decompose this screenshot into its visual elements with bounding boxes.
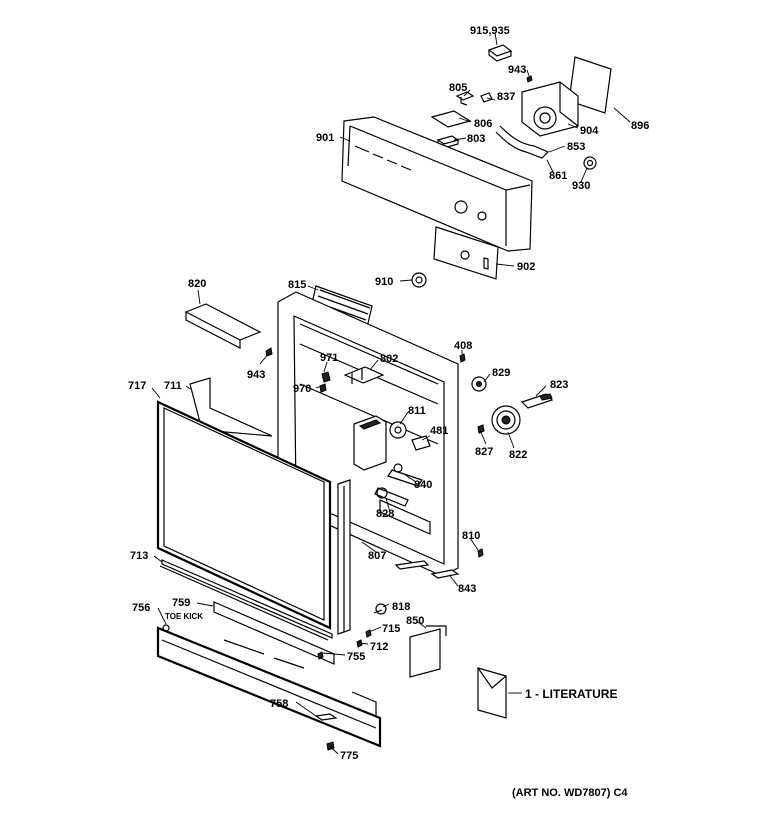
label-915-935: 915,935 <box>470 25 510 37</box>
part-829-cap <box>471 376 487 392</box>
part-840-lever <box>387 463 423 487</box>
part-807-channel <box>337 479 351 635</box>
part-756-toe-kick-panel <box>156 624 382 748</box>
label-805: 805 <box>449 82 467 94</box>
part-759-toe-kick-bracket <box>213 601 335 669</box>
part-904-timer <box>521 81 579 137</box>
part-755-screw <box>317 651 324 660</box>
label-759: 759 <box>172 597 190 609</box>
part-717-door-panel <box>156 400 332 630</box>
label-802: 802 <box>380 353 398 365</box>
label-755: 755 <box>347 651 365 663</box>
label-803: 803 <box>467 133 485 145</box>
part-837-clip <box>480 92 493 103</box>
part-930-knob <box>583 156 597 170</box>
part-843-hinge-bar <box>394 560 460 579</box>
part-713-trim-strip <box>159 559 333 641</box>
label-930: 930 <box>572 180 590 192</box>
part-dispenser-body <box>353 415 387 471</box>
part-811-spring <box>389 421 407 439</box>
label-408: 408 <box>454 340 472 352</box>
label-943-left: 943 <box>247 369 265 381</box>
label-715: 715 <box>382 623 400 635</box>
label-827: 827 <box>475 446 493 458</box>
part-818-clip <box>373 603 387 615</box>
label-711: 711 <box>164 380 182 392</box>
label-823: 823 <box>550 379 568 391</box>
part-758-foot <box>314 713 338 721</box>
label-971: 971 <box>320 352 338 364</box>
label-818: 818 <box>392 601 410 613</box>
label-713: 713 <box>130 550 148 562</box>
part-970-pin <box>319 383 327 393</box>
part-820-trim <box>184 303 262 349</box>
label-712: 712 <box>370 641 388 653</box>
label-481: 481 <box>430 425 448 437</box>
label-843: 843 <box>458 583 476 595</box>
part-810-screw <box>477 548 484 558</box>
part-971-clip <box>321 371 331 383</box>
label-840: 840 <box>414 479 432 491</box>
leader-lines <box>151 32 631 755</box>
label-970: 970 <box>293 383 311 395</box>
part-943-screw-top <box>526 75 533 83</box>
label-904: 904 <box>580 125 599 137</box>
part-902-panel-cover <box>433 226 499 280</box>
part-712-screw <box>356 639 363 648</box>
part-827-screw <box>477 424 485 434</box>
label-toe-kick: TOE KICK <box>165 612 203 621</box>
label-717: 717 <box>128 380 146 392</box>
part-822-wheel <box>491 405 521 435</box>
part-408-screw <box>459 353 466 363</box>
label-943-top: 943 <box>508 64 526 76</box>
label-807: 807 <box>368 550 386 562</box>
part-828-linkage <box>374 487 409 507</box>
part-806-plate <box>430 110 472 128</box>
label-822: 822 <box>509 449 527 461</box>
label-828: 828 <box>376 508 394 520</box>
part-915-935-switch <box>487 44 513 62</box>
label-820: 820 <box>188 278 206 290</box>
literature-icon <box>477 667 507 719</box>
part-896-label-sheet <box>568 56 612 114</box>
label-810: 810 <box>462 530 480 542</box>
part-850-bracket <box>409 625 447 678</box>
art-number: (ART NO. WD7807) C4 <box>512 787 628 799</box>
label-829: 829 <box>492 367 510 379</box>
part-481-gasket <box>411 435 431 451</box>
label-853: 853 <box>567 141 585 153</box>
part-805-bracket <box>455 91 475 106</box>
label-901: 901 <box>316 132 334 144</box>
label-756: 756 <box>132 602 150 614</box>
part-823-knob <box>520 393 554 409</box>
label-896: 896 <box>631 120 649 132</box>
label-811: 811 <box>408 405 426 417</box>
part-labels: 915,935 943 896 805 837 806 901 803 904 … <box>128 25 649 799</box>
label-literature: 1 - LITERATURE <box>525 687 617 701</box>
label-837: 837 <box>497 91 515 103</box>
label-775: 775 <box>340 750 358 762</box>
label-902: 902 <box>517 261 535 273</box>
label-758: 758 <box>270 698 288 710</box>
part-901-control-panel <box>341 116 533 252</box>
label-861: 861 <box>549 170 567 182</box>
label-815: 815 <box>288 279 306 291</box>
label-850: 850 <box>406 615 424 627</box>
label-806: 806 <box>474 118 492 130</box>
part-853-wire-harness <box>495 125 550 159</box>
label-910: 910 <box>375 276 393 288</box>
part-802-latch <box>343 366 385 384</box>
part-910-button <box>411 272 427 288</box>
